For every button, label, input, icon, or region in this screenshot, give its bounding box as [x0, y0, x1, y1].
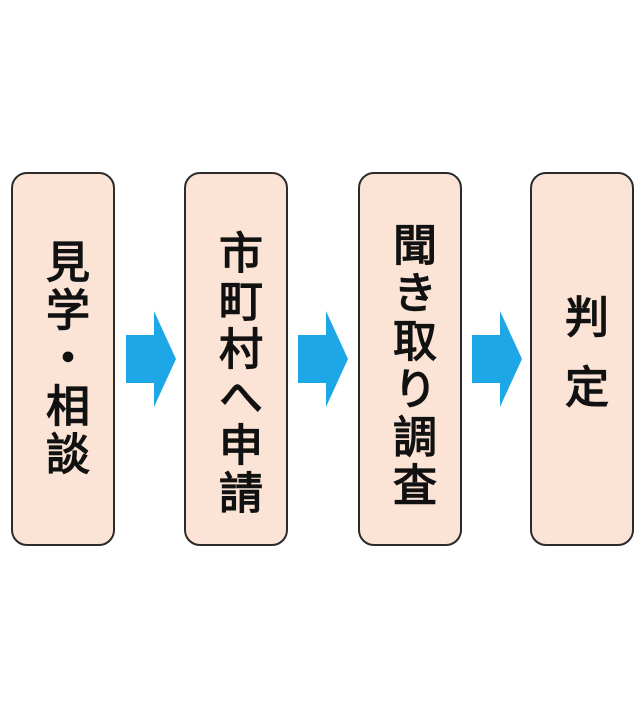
step-box-interview-survey: 聞き取り調査 — [358, 172, 462, 546]
step-label: 見学・相談 — [38, 239, 89, 479]
step-box-municipal-application: 市町村へ申請 — [184, 172, 288, 546]
right-arrow-icon — [298, 311, 348, 407]
step-label: 判定 — [557, 294, 608, 434]
step-label: 市町村へ申請 — [211, 230, 262, 518]
right-arrow-icon — [472, 311, 522, 407]
step-label: 聞き取り調査 — [385, 222, 436, 510]
right-arrow-icon — [126, 311, 176, 407]
step-box-visit-consult: 見学・相談 — [11, 172, 115, 546]
step-box-judgment: 判定 — [530, 172, 634, 546]
